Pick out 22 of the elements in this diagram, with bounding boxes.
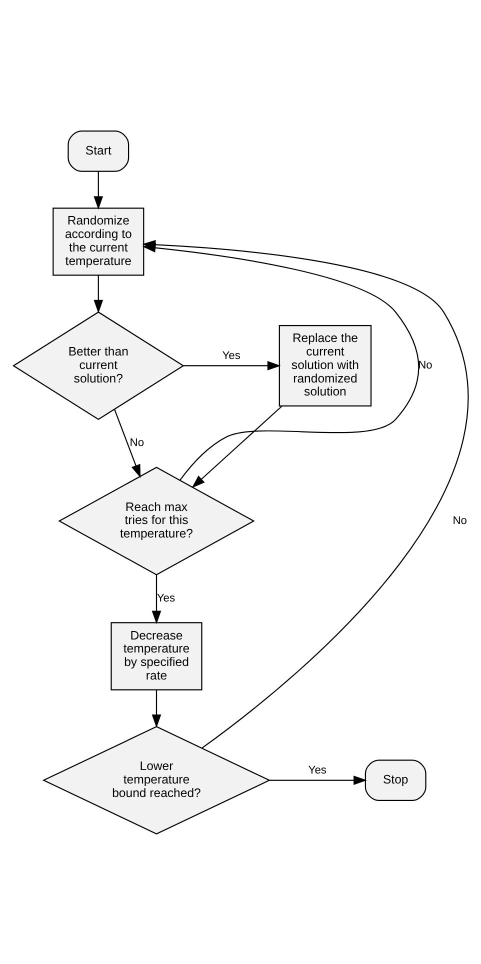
edge-label: No bbox=[129, 436, 144, 449]
arrow bbox=[191, 405, 282, 488]
arrow bbox=[114, 408, 140, 478]
arrow bbox=[93, 170, 103, 210]
node-diamond: Better than current solution? bbox=[12, 310, 184, 420]
node-box: Randomize according to the current temperature bbox=[52, 207, 144, 276]
edge-label: No bbox=[452, 514, 467, 526]
edge-label: Yes bbox=[222, 350, 240, 362]
node-box: Start bbox=[67, 130, 129, 172]
edge-label: No bbox=[418, 359, 432, 372]
node-box: Stop bbox=[364, 759, 426, 800]
arrow bbox=[151, 690, 161, 728]
arrow bbox=[268, 775, 366, 784]
node-box: Decrease temperature by specified rate bbox=[110, 622, 202, 690]
arrow bbox=[183, 360, 280, 370]
edge-label: Yes bbox=[308, 764, 326, 776]
node-diamond: Reach max tries for this temperature? bbox=[58, 466, 254, 575]
arrow bbox=[151, 574, 161, 624]
node-box: Replace the current solution with randomized solution bbox=[278, 324, 372, 406]
edge-label: Yes bbox=[156, 592, 175, 604]
node-diamond: Lower temperature bound reached? bbox=[42, 726, 270, 834]
arrow bbox=[93, 274, 103, 313]
